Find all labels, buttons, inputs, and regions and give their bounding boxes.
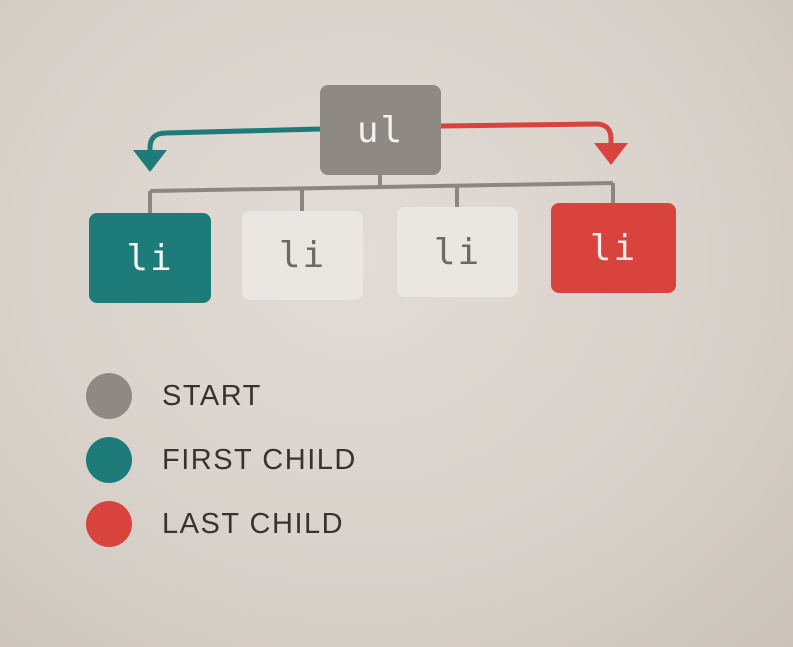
arrow-last-child-head	[594, 143, 628, 165]
li-node-3: li	[397, 207, 518, 297]
arrow-first-child-head	[133, 150, 167, 172]
arrow-last-child	[440, 121, 628, 165]
li-node-label: li	[278, 235, 327, 276]
ul-node-label: ul	[356, 109, 405, 151]
legend-start-label: START	[162, 379, 262, 412]
legend: START FIRST CHILD LAST CHILD	[86, 364, 357, 556]
li-node-label: li	[126, 237, 174, 279]
legend-start-swatch	[86, 373, 132, 419]
legend-item-last-child: LAST CHILD	[86, 492, 357, 556]
arrow-last-child-line	[440, 121, 614, 145]
li-node-first-child: li	[89, 213, 211, 303]
li-node-2: li	[242, 211, 363, 300]
ul-node: ul	[320, 85, 441, 175]
li-node-label: li	[589, 227, 638, 269]
li-node-last-child: li	[551, 203, 676, 293]
li-node-label: li	[433, 231, 482, 273]
arrow-first-child	[133, 126, 321, 172]
legend-last-child-swatch	[86, 501, 132, 547]
arrow-first-child-line	[147, 126, 321, 152]
legend-first-child-swatch	[86, 437, 132, 483]
legend-item-start: START	[86, 364, 357, 428]
legend-last-child-label: LAST CHILD	[162, 507, 345, 540]
legend-item-first-child: FIRST CHILD	[86, 428, 357, 492]
sibling-bar	[149, 181, 614, 193]
legend-first-child-label: FIRST CHILD	[162, 443, 357, 476]
tree-lines	[148, 175, 615, 213]
